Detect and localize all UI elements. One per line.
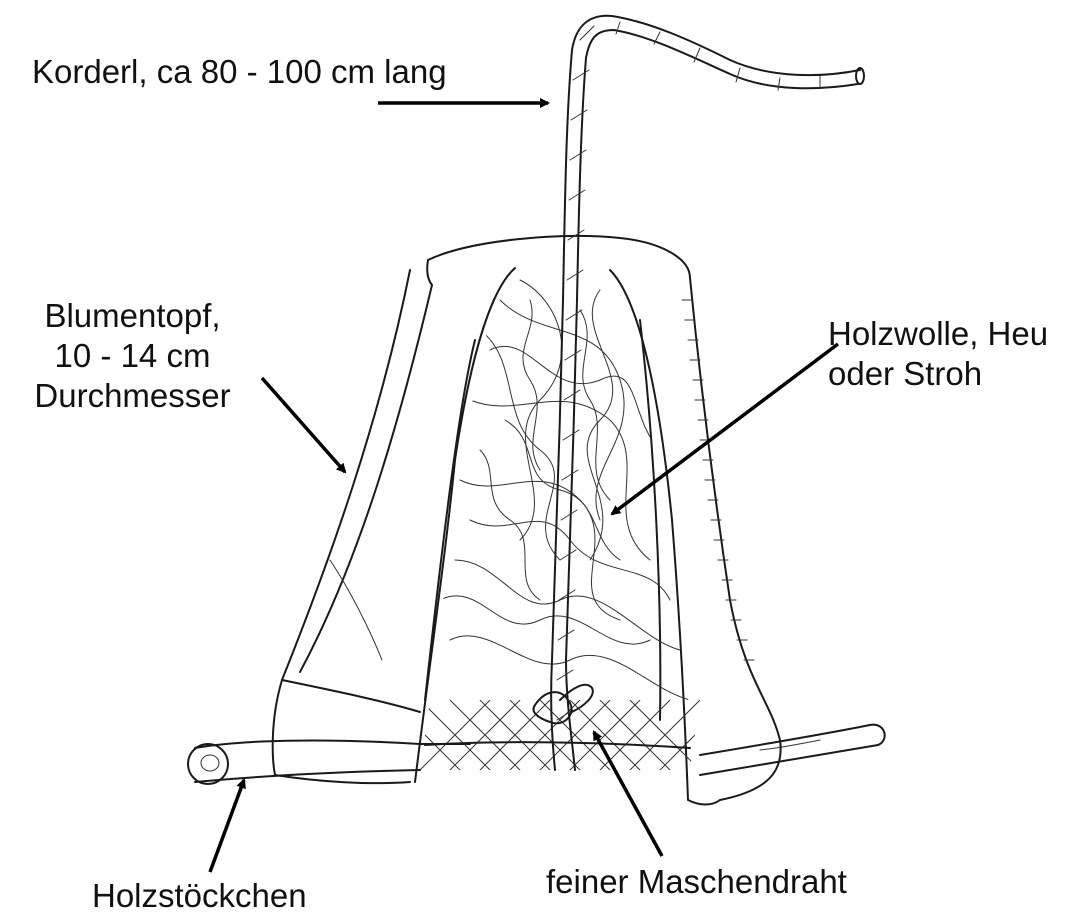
flower-pot: [273, 236, 781, 804]
label-pot-line-2: 10 - 14 cm: [10, 336, 255, 376]
label-mesh: feiner Maschendraht: [546, 862, 847, 902]
label-stick: Holzstöckchen: [92, 876, 307, 916]
wood-wool-filling: [440, 280, 690, 700]
label-pot-line-3: Durchmesser: [10, 376, 255, 416]
label-filling-line-2: oder Stroh: [828, 354, 1048, 394]
label-pot-line-1: Blumentopf,: [10, 296, 255, 336]
cord: [533, 16, 864, 770]
label-cord: Korderl, ca 80 - 100 cm lang: [32, 52, 447, 92]
arrow-mesh: [594, 732, 662, 856]
label-filling: Holzwolle, Heu oder Stroh: [828, 314, 1048, 394]
arrow-pot: [262, 378, 345, 472]
wire-mesh: [390, 700, 730, 780]
label-filling-line-1: Holzwolle, Heu: [828, 314, 1048, 354]
label-pot: Blumentopf, 10 - 14 cm Durchmesser: [10, 296, 255, 416]
arrow-stick: [210, 780, 244, 872]
